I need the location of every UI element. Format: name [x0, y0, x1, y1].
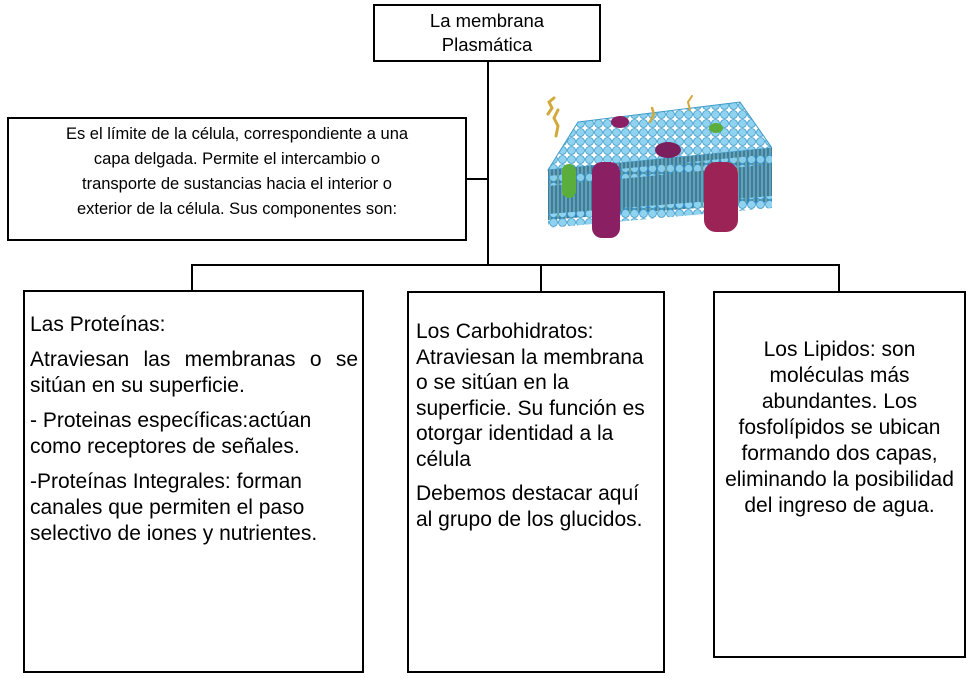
protein-shape-3: [562, 164, 576, 198]
connector-middle-drop: [540, 264, 542, 292]
intro-line-1: Es el límite de la célula, correspondien…: [65, 125, 409, 143]
intro-line-3: transporte de sustancias hacia el interi…: [81, 175, 392, 193]
title-line-2: Plasmática: [441, 34, 533, 55]
protein-shape-1: [592, 162, 620, 238]
carbohydrates-box: Los Carbohidratos: Atraviesan la membran…: [407, 291, 665, 673]
carbohydrate-chain-3: [648, 106, 656, 124]
protein-shape-5: [611, 116, 629, 128]
proteins-integral: -Proteínas Integrales: forman canales qu…: [30, 470, 318, 545]
title-line-1: La membrana: [429, 10, 545, 31]
proteins-description: Atraviesan las membranas o se sitúan en …: [30, 348, 358, 397]
carbohydrate-chain-2: [552, 108, 560, 138]
lipids-description: Los Lipidos: son moléculas más abundante…: [725, 338, 954, 517]
cell-membrane-illustration: [546, 95, 772, 238]
connector-left-drop: [191, 264, 193, 291]
connector-title-vertical: [487, 62, 489, 265]
proteins-specific: - Proteinas específicas:actúan como rece…: [30, 409, 312, 458]
carbohydrates-description: Los Carbohidratos: Atraviesan la membran…: [416, 320, 645, 471]
intro-line-4: exterior de la célula. Sus componentes s…: [76, 200, 398, 218]
proteins-heading: Las Proteínas:: [30, 313, 166, 336]
protein-shape-2: [704, 162, 738, 232]
carbohydrates-note: Debemos destacar aquí al grupo de los gl…: [416, 482, 643, 531]
connector-intro-horizontal: [467, 178, 488, 180]
protein-shape-6: [709, 123, 723, 133]
connector-right-drop: [838, 264, 840, 292]
carbohydrate-chain-4: [686, 95, 693, 111]
title-box: La membrana Plasmática: [373, 4, 601, 62]
protein-shape-4: [655, 142, 681, 158]
intro-box: Es el límite de la célula, correspondien…: [7, 117, 467, 241]
intro-line-2: capa delgada. Permite el intercambio o: [93, 150, 381, 168]
connector-branch-horizontal: [191, 264, 840, 266]
proteins-box: Las Proteínas: Atraviesan las membranas …: [23, 290, 364, 673]
carbohydrate-chain-1: [546, 96, 556, 116]
lipids-box: Los Lipidos: son moléculas más abundante…: [713, 291, 966, 658]
